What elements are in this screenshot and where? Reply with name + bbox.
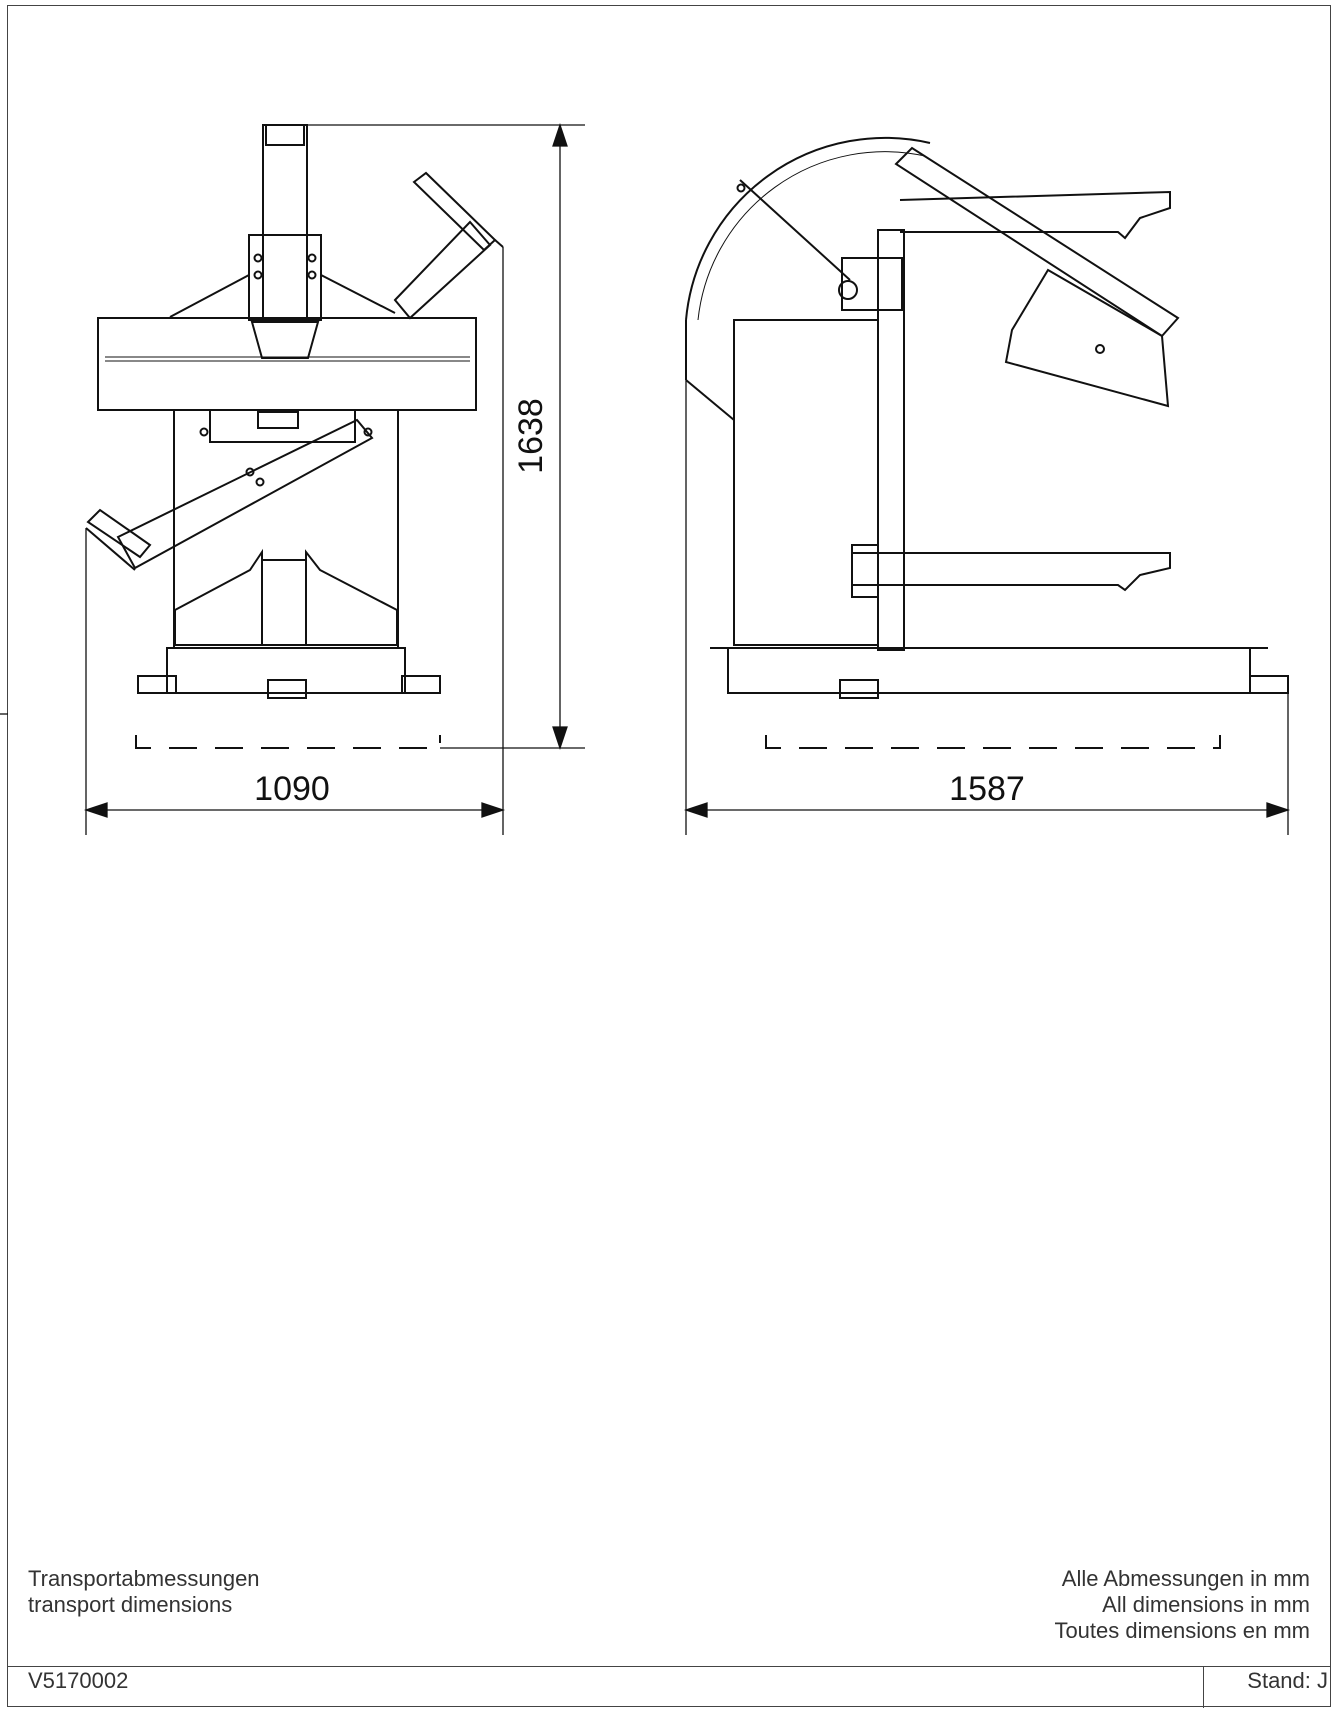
document-number: V5170002 — [28, 1668, 129, 1693]
footprint-outline — [135, 735, 441, 749]
footer-vertical-divider — [1203, 1666, 1204, 1708]
arc-guard — [685, 136, 931, 321]
note-units-de: Alle Abmessungen in mm — [1061, 1566, 1310, 1591]
note-transport-en: transport dimensions — [28, 1592, 233, 1617]
notes-left: Transportabmessungen transport dimension… — [28, 1566, 260, 1618]
lower-left-arm — [116, 418, 374, 570]
height-label: 1638 — [512, 398, 550, 474]
upper-right-arm — [393, 220, 492, 320]
side-base-frame — [727, 647, 1251, 694]
base-frame — [166, 647, 406, 694]
revision-stand: Stand: J — [1247, 1668, 1328, 1693]
side-view — [685, 136, 1289, 749]
crossbar — [97, 317, 477, 411]
dimension-lines — [0, 122, 1291, 835]
front-width-label: 1090 — [254, 770, 330, 808]
top-chute — [262, 124, 308, 323]
footer-divider — [8, 1666, 1330, 1667]
lower-tray — [852, 552, 1171, 592]
note-transport-de: Transportabmessungen — [28, 1566, 260, 1591]
note-units-fr: Toutes dimensions en mm — [1054, 1618, 1310, 1643]
front-view — [85, 124, 504, 749]
drawing-sheet-frame — [7, 5, 1331, 1708]
notes-right: Alle Abmessungen in mm All dimensions in… — [1054, 1566, 1310, 1644]
main-chute — [894, 146, 1180, 338]
side-width-label: 1587 — [949, 770, 1025, 808]
side-footprint-outline — [765, 735, 1221, 749]
note-units-en: All dimensions in mm — [1102, 1592, 1310, 1617]
